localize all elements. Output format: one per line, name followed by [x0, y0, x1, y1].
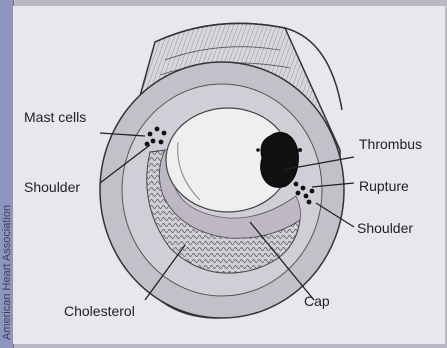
cross-section [100, 62, 344, 318]
label-cap: Cap [304, 293, 330, 309]
label-mast-cells: Mast cells [24, 109, 86, 125]
label-shoulder-right: Shoulder [357, 220, 413, 236]
label-thrombus: Thrombus [359, 136, 422, 152]
label-rupture: Rupture [359, 178, 409, 194]
label-shoulder-left: Shoulder [24, 179, 80, 195]
label-cholesterol: Cholesterol [64, 303, 135, 319]
